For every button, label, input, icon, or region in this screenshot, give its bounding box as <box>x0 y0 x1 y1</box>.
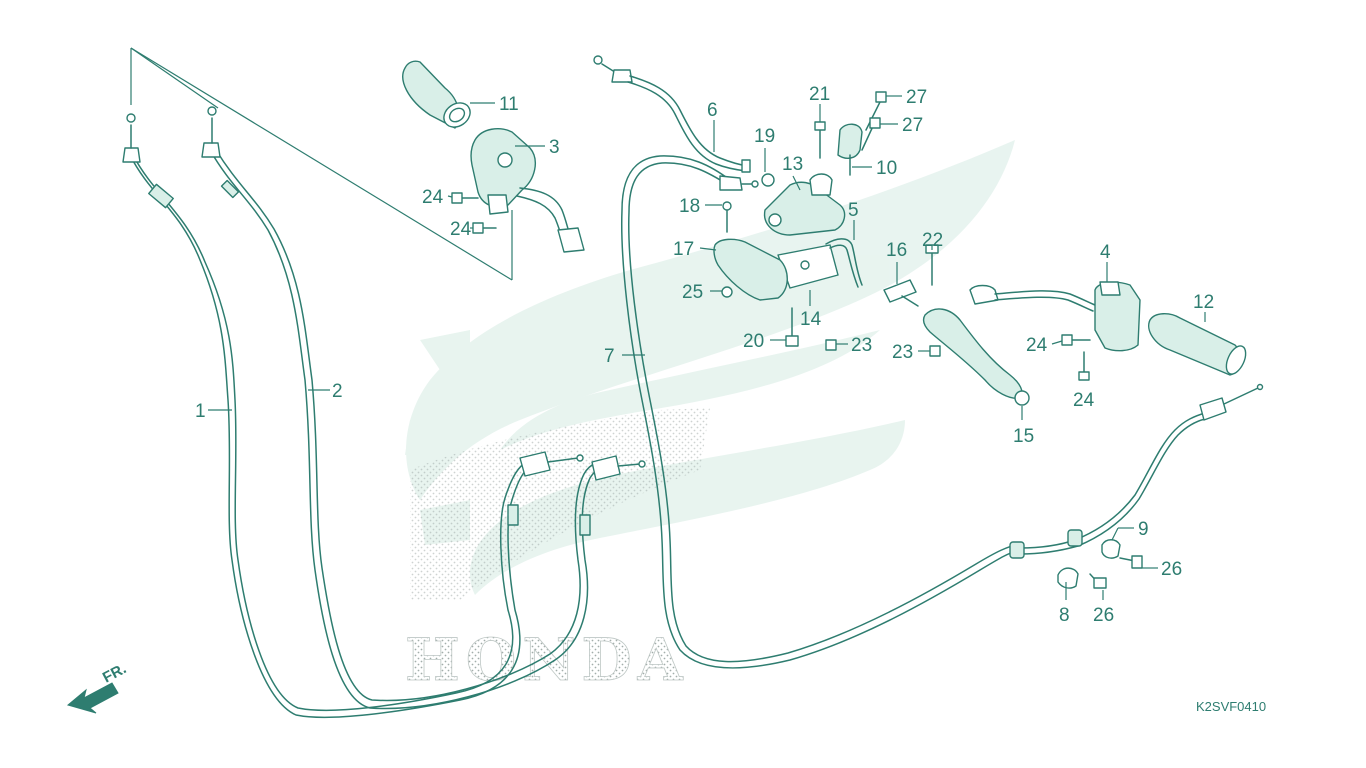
right-lever-cable <box>969 284 1096 312</box>
arm-5 <box>825 238 863 288</box>
screws-24-right <box>1061 334 1091 381</box>
callout-2: 2 <box>332 381 343 402</box>
switch-10 <box>837 123 863 176</box>
right-switch-4 <box>1094 281 1141 352</box>
callout-23-center: 23 <box>851 335 872 356</box>
bolt-18 <box>722 201 732 233</box>
callout-3: 3 <box>549 137 560 158</box>
callout-19: 19 <box>754 126 775 147</box>
diagram-code: K2SVF0410 <box>1196 699 1266 714</box>
front-direction-arrow-icon: FR. <box>66 660 129 714</box>
cable-7 <box>621 155 1021 669</box>
callout-15: 15 <box>1013 426 1034 447</box>
callout-17: 17 <box>673 239 694 260</box>
bolt-21 <box>814 121 826 159</box>
reference-lines <box>130 47 513 281</box>
callout-24-right-lower: 24 <box>1073 390 1095 411</box>
callout-10: 10 <box>876 158 897 179</box>
master-cylinder-13 <box>763 173 846 236</box>
callout-20: 20 <box>743 331 764 352</box>
throttle-cable-1 <box>122 113 546 719</box>
bolt-22 <box>925 244 939 286</box>
callout-24-left-upper: 24 <box>422 187 444 208</box>
bolt-20 <box>785 307 799 347</box>
callout-27-lower: 27 <box>902 115 923 136</box>
callout-24-left-lower: 24 <box>450 219 472 240</box>
callout-25: 25 <box>682 282 703 303</box>
throttle-cable-2 <box>201 106 616 710</box>
cable-clamps <box>1057 539 1143 589</box>
brake-lever-15 <box>922 308 1030 406</box>
callout-13: 13 <box>782 154 803 175</box>
left-switch-3 <box>470 128 585 253</box>
brake-cable <box>1009 383 1264 559</box>
callout-12: 12 <box>1193 292 1214 313</box>
nut-19 <box>761 173 775 187</box>
right-grip-12 <box>1148 313 1247 376</box>
callout-14: 14 <box>800 309 822 330</box>
watermark-text: HONDA <box>405 626 689 694</box>
cable-6 <box>593 55 751 173</box>
callout-24-right-upper: 24 <box>1026 335 1048 356</box>
bracket-17 <box>713 238 788 301</box>
callout-4: 4 <box>1100 242 1111 263</box>
callout-9: 9 <box>1138 519 1149 540</box>
watermark-wing-logo: HONDA <box>405 140 1015 694</box>
callout-11: 11 <box>499 94 519 115</box>
front-direction-label: FR. <box>100 660 129 686</box>
callout-5: 5 <box>848 200 859 221</box>
nut-25 <box>721 286 733 298</box>
callouts: 1 2 3 4 5 6 7 8 9 10 11 12 <box>195 84 1214 626</box>
throttle-grip-11 <box>402 60 471 129</box>
bracket-16 <box>883 279 919 307</box>
callout-16: 16 <box>886 240 907 261</box>
callout-6: 6 <box>707 100 718 121</box>
callout-1: 1 <box>195 401 206 422</box>
cable-carb-ends <box>507 451 646 536</box>
nut-23-left <box>825 339 837 351</box>
callout-27-upper: 27 <box>906 87 927 108</box>
callout-23-lever: 23 <box>892 342 913 363</box>
callout-26-upper: 26 <box>1161 559 1182 580</box>
callout-22: 22 <box>922 230 943 251</box>
callout-21: 21 <box>809 84 830 105</box>
callout-18: 18 <box>679 196 700 217</box>
screws-27 <box>861 91 887 151</box>
callout-7: 7 <box>604 346 615 367</box>
callout-26-lower: 26 <box>1093 605 1114 626</box>
callout-8: 8 <box>1059 605 1070 626</box>
